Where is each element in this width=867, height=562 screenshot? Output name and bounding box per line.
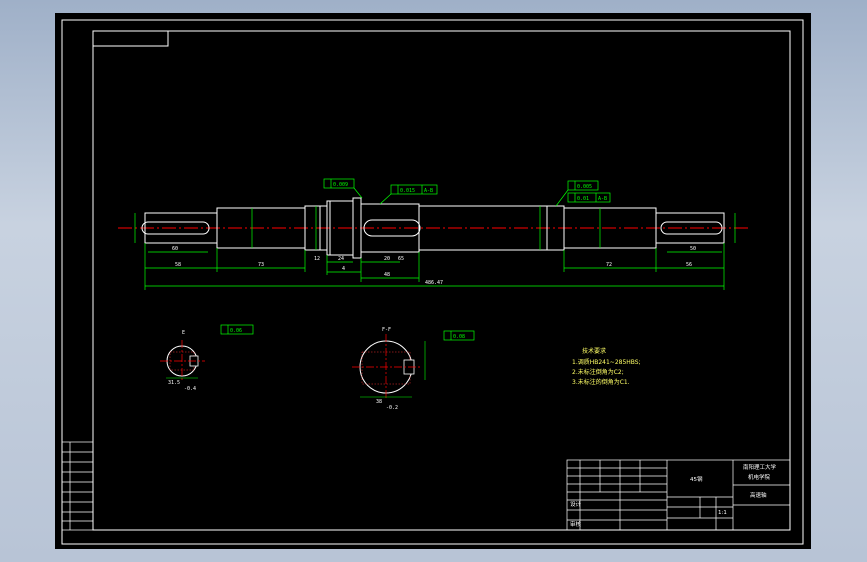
overall-length: 486.47: [425, 280, 443, 286]
dim-seg-right-end: 56: [686, 262, 692, 268]
runout-mid-ref: A-B: [424, 188, 433, 194]
dim-middle-right2: 65: [398, 256, 404, 262]
notes-title: 技术要求: [582, 347, 606, 355]
dim-middle-small: 24: [338, 256, 344, 262]
runout-mid-value: 0.015: [400, 188, 415, 194]
title-school-line2: 机电学院: [748, 473, 771, 481]
section-right-dim2: -0.2: [386, 405, 398, 411]
sec-right-frame-value: 0.08: [453, 334, 465, 340]
section-left: E 31.5 -0.4: [160, 330, 205, 392]
perp-right-value: 0.01: [577, 196, 589, 202]
title-block-texts: 南阳理工大学 机电学院 高速轴 45钢 1:1 设计 审核: [570, 463, 777, 528]
dim-seg-left-end: 58: [175, 262, 181, 268]
right-end-journal: [655, 212, 725, 244]
notes-line-1: 1.调质HB241~285HBS;: [572, 358, 641, 366]
keyway-left: [141, 221, 210, 235]
dim-shoulder: 12: [314, 256, 320, 262]
section-left-dim1: 31.5: [168, 380, 180, 386]
dim-keyway-right: 50: [690, 246, 696, 252]
title-school-line1: 南阳理工大学: [743, 463, 777, 471]
dim-seg-left-mid: 73: [258, 262, 264, 268]
title-approved: 审核: [570, 520, 582, 528]
dimension-lines: [134, 206, 736, 290]
runout-right-value: 0.005: [577, 184, 592, 190]
dim-middle-span: 48: [384, 272, 390, 278]
section-left-dim2: -0.4: [184, 386, 196, 392]
title-material: 45钢: [690, 475, 703, 483]
section-right-dim1: 38: [376, 399, 382, 405]
tolerance-frames: [220, 178, 611, 341]
perp-right-ref: A-B: [598, 196, 607, 202]
section-views: E 31.5 -0.4 F-F 38 -0.2: [160, 327, 426, 411]
keyways: [141, 219, 723, 237]
sec-left-frame-value: 0.06: [230, 328, 242, 334]
title-part-name: 高速轴: [750, 491, 767, 499]
notes-line-2: 2.未标注倒角为C2;: [572, 368, 624, 376]
title-scale: 1:1: [718, 510, 727, 516]
outer-border: [61, 19, 804, 545]
dim-seg-right-mid: 72: [606, 262, 612, 268]
dim-middle-small2: 4: [342, 266, 345, 272]
runout-left-value: 0.009: [333, 182, 348, 188]
section-right-label: F-F: [382, 327, 391, 333]
inner-border: [92, 30, 791, 531]
dim-middle-right: 20: [384, 256, 390, 262]
keyway-right: [660, 221, 723, 235]
title-block: [566, 459, 791, 531]
section-left-label: E: [182, 330, 185, 336]
drawing-number-box: [92, 30, 169, 47]
keyway-middle: [363, 219, 421, 237]
section-right: F-F 38 -0.2: [352, 327, 426, 411]
dim-keyway-left: 60: [172, 246, 178, 252]
technical-notes: 技术要求 1.调质HB241~285HBS; 2.未标注倒角为C2; 3.未标注…: [572, 347, 641, 386]
title-drawn: 设计: [570, 500, 582, 508]
dimension-texts: 486.47 58 73 72 56 60 50 48 24 4 20 65 1…: [172, 182, 696, 340]
notes-line-3: 3.未标注的倒角为C1.: [572, 378, 630, 386]
binding-strip-table: [61, 441, 94, 531]
